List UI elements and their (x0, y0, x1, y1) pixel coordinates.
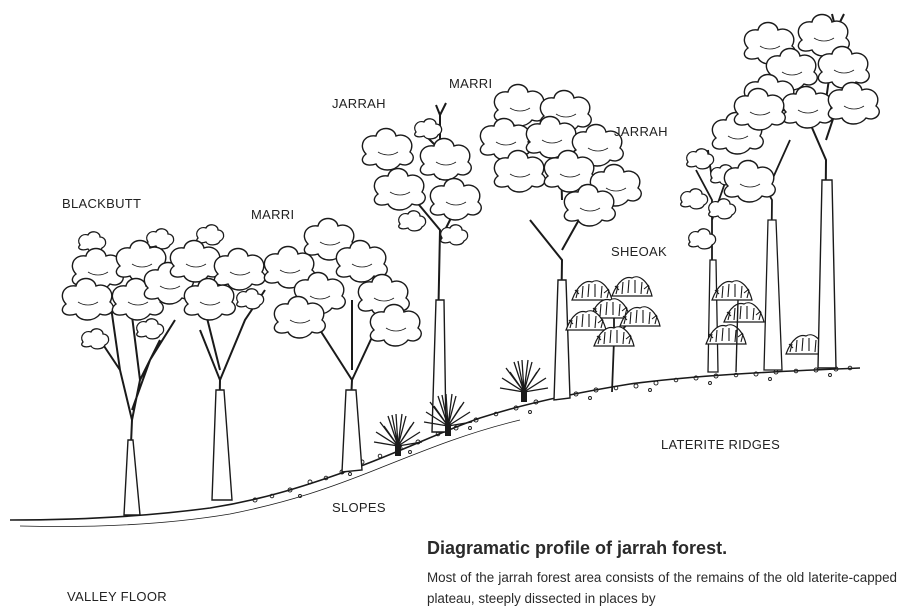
label-jarrah-mid: JARRAH (332, 96, 386, 111)
label-valley-floor: VALLEY FLOOR (67, 589, 167, 604)
label-laterite-ridges: LATERITE RIDGES (661, 437, 780, 452)
label-marri-top: MARRI (449, 76, 492, 91)
grass-trees (374, 360, 548, 456)
label-slopes: SLOPES (332, 500, 386, 515)
label-jarrah-right: JARRAH (614, 124, 668, 139)
label-marri-left: MARRI (251, 207, 294, 222)
sheoak-tree (566, 277, 660, 392)
marri-tree-left (170, 225, 265, 500)
label-blackbutt: BLACKBUTT (62, 196, 141, 211)
caption-body: Most of the jarrah forest area consists … (427, 567, 897, 609)
label-sheoak: SHEOAK (611, 244, 667, 259)
caption-title: Diagramatic profile of jarrah forest. (427, 538, 727, 559)
